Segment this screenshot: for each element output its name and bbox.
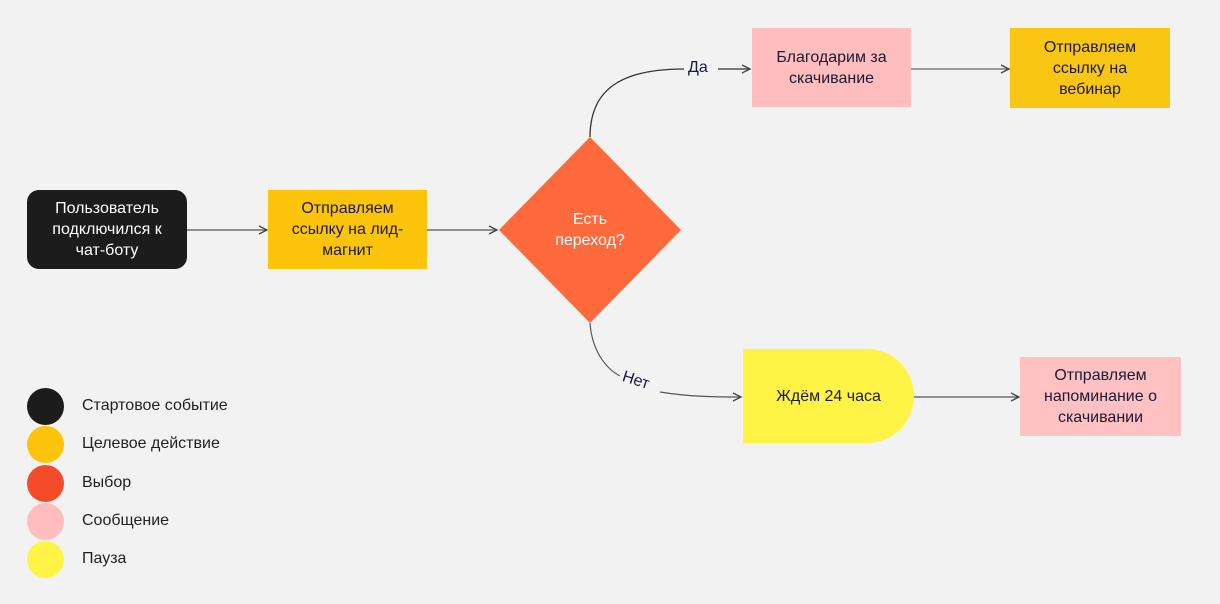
edge-label-yes: Да: [685, 59, 711, 77]
legend-item-message: Сообщение: [27, 502, 169, 540]
node-decision: Есть переход?: [555, 211, 625, 249]
legend-item-pause: Пауза: [27, 540, 126, 578]
node-thanks: Благодарим за скачивание: [752, 28, 911, 107]
legend-swatch: [27, 502, 64, 540]
legend-item-choice: Выбор: [27, 464, 131, 502]
node-start: Пользователь подключился к чат-боту: [27, 190, 187, 269]
node-reminder: Отправляем напоминание о скачивании: [1020, 357, 1181, 436]
legend-swatch: [27, 387, 64, 425]
legend-item-start: Стартовое событие: [27, 387, 228, 425]
node-lead-magnet: Отправляем ссылку на лид-магнит: [268, 190, 427, 269]
legend-swatch: [27, 540, 64, 578]
legend-item-target: Целевое действие: [27, 425, 220, 463]
decision-diamond: [499, 137, 681, 323]
legend-swatch: [27, 464, 64, 502]
node-webinar: Отправляем ссылку на вебинар: [1010, 28, 1170, 108]
node-wait: Ждём 24 часа: [743, 349, 914, 443]
arrow-no-to-wait: [659, 391, 741, 397]
arrow-decision-yes: [589, 68, 685, 138]
arrow-decision-no: [589, 322, 621, 377]
legend-swatch: [27, 425, 64, 463]
